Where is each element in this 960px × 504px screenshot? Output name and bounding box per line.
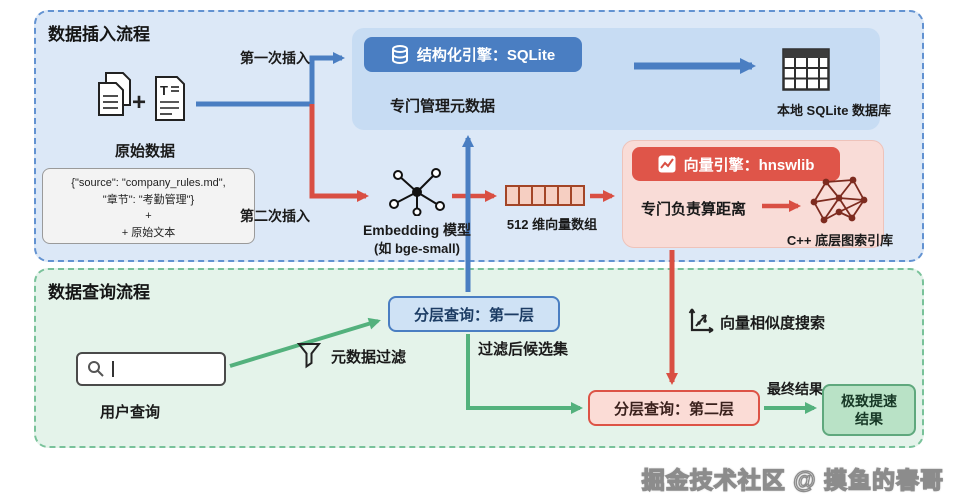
sqlite-engine-header: 结构化引擎：SQLite [364,37,582,72]
scatter-axes-icon [687,306,715,334]
table-grid-icon [782,48,830,92]
insert-flow-title: 数据插入流程 [48,25,150,44]
line-chart-icon [658,155,676,173]
svg-text:T: T [160,83,168,98]
vector-engine-header-label: 向量引擎：hnswlib [683,156,815,174]
metadata-line: "章节": "考勤管理"} [102,193,195,206]
vector-engine-header: 向量引擎：hnswlib [632,147,840,181]
watermark: 掘金技术社区 @ 摸鱼的春哥 [641,466,944,493]
user-query-label: 用户查询 [99,404,160,421]
vector-subtitle: 专门负责算距离 [641,201,747,218]
similarity-search-label: 向量相似度搜索 [720,315,826,332]
sqlite-subtitle: 专门管理元数据 [390,98,496,115]
metadata-line: + 原始文本 [121,226,176,239]
graph-mesh-icon [806,174,870,228]
layer1-query-label: 分层查询：第一层 [413,306,534,324]
result-line: 极致提速 [841,392,897,409]
magnifier-icon [87,360,105,378]
result-box: 极致提速 结果 [822,384,916,436]
layer2-query-box: 分层查询：第二层 [588,390,760,426]
final-result-label: 最终结果 [767,381,823,397]
vector-array-icon [505,185,585,206]
embedding-label: Embedding 模型 [362,222,472,238]
svg-text:+: + [132,89,146,116]
cpp-index-label: C++ 底层图索引库 [786,233,894,248]
database-icon [391,44,409,65]
candidates-label: 过滤后候选集 [478,341,569,358]
embedding-network-icon [387,166,447,217]
second-insert-label: 第二次插入 [240,208,310,224]
local-db-label: 本地 SQLite 数据库 [776,103,892,118]
document-stack-icon: + T [94,70,196,132]
raw-data-label: 原始数据 [114,143,175,160]
vector-array-label: 512 维向量数组 [506,217,598,232]
layer1-query-box: 分层查询：第一层 [388,296,560,332]
embedding-sublabel: (如 bge-small) [374,241,460,256]
metadata-example-box: {"source": "company_rules.md", "章节": "考勤… [42,168,255,244]
first-insert-label: 第一次插入 [240,50,310,66]
text-cursor [112,361,114,377]
query-flow-title: 数据查询流程 [48,283,150,302]
sqlite-engine-header-label: 结构化引擎：SQLite [416,47,556,64]
funnel-icon [296,342,322,370]
user-query-input[interactable] [76,352,226,386]
vector-cell [570,185,585,206]
metadata-filter-label: 元数据过滤 [331,349,407,366]
layer2-query-label: 分层查询：第二层 [613,400,734,418]
metadata-line: {"source": "company_rules.md", [71,177,226,189]
result-line: 结果 [855,411,883,427]
metadata-line: + [145,210,152,222]
